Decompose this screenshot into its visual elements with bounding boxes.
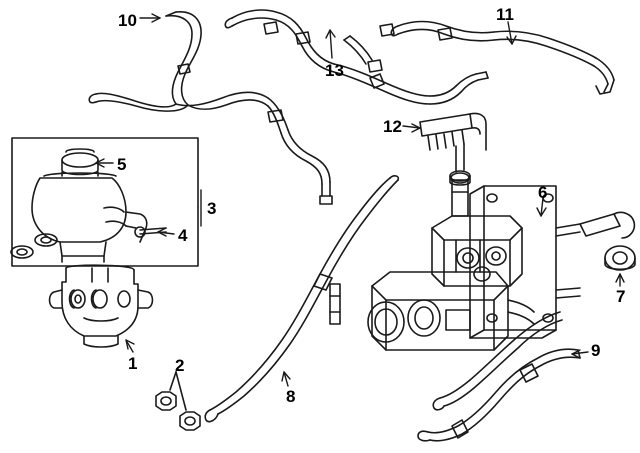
callout-13[interactable]: 13 — [325, 61, 344, 80]
part-2-nuts — [155, 371, 201, 431]
callout-6[interactable]: 6 — [538, 183, 548, 202]
callout-9[interactable]: 9 — [591, 341, 601, 360]
part-3-grommets — [10, 233, 58, 259]
callout-leaders — [95, 13, 625, 387]
callout-12[interactable]: 12 — [383, 117, 402, 136]
abs-hydraulic-unit — [367, 215, 535, 351]
callout-11[interactable]: 11 — [496, 5, 514, 24]
bracket-tab — [579, 211, 636, 239]
part-11-tube — [367, 20, 615, 95]
part-13-stub — [343, 35, 373, 65]
callout-10[interactable]: 10 — [118, 11, 137, 30]
part-5-cap — [61, 148, 99, 176]
callout-1[interactable]: 1 — [128, 354, 138, 373]
part-10-tube — [88, 11, 333, 205]
callout-8[interactable]: 8 — [286, 387, 296, 406]
abs-unit-top-connector — [450, 172, 470, 217]
part-8-connector — [329, 283, 341, 325]
part-7-grommet — [604, 245, 636, 271]
part-10-collar — [177, 63, 284, 123]
callout-2[interactable]: 2 — [175, 356, 185, 375]
lower-right-hose-2 — [432, 311, 563, 411]
part-13-tube — [224, 9, 489, 105]
callout-3[interactable]: 3 — [207, 199, 217, 218]
part-1-master-cylinder — [48, 264, 154, 348]
part-8-hose — [204, 175, 400, 423]
part-3-reservoir — [31, 171, 148, 263]
callout-5[interactable]: 5 — [117, 155, 127, 174]
callout-4[interactable]: 4 — [178, 226, 188, 245]
callout-7[interactable]: 7 — [616, 287, 626, 306]
part-6-bracket — [469, 185, 581, 339]
part-12-bracket — [419, 112, 487, 186]
part-9-hose — [417, 348, 581, 442]
